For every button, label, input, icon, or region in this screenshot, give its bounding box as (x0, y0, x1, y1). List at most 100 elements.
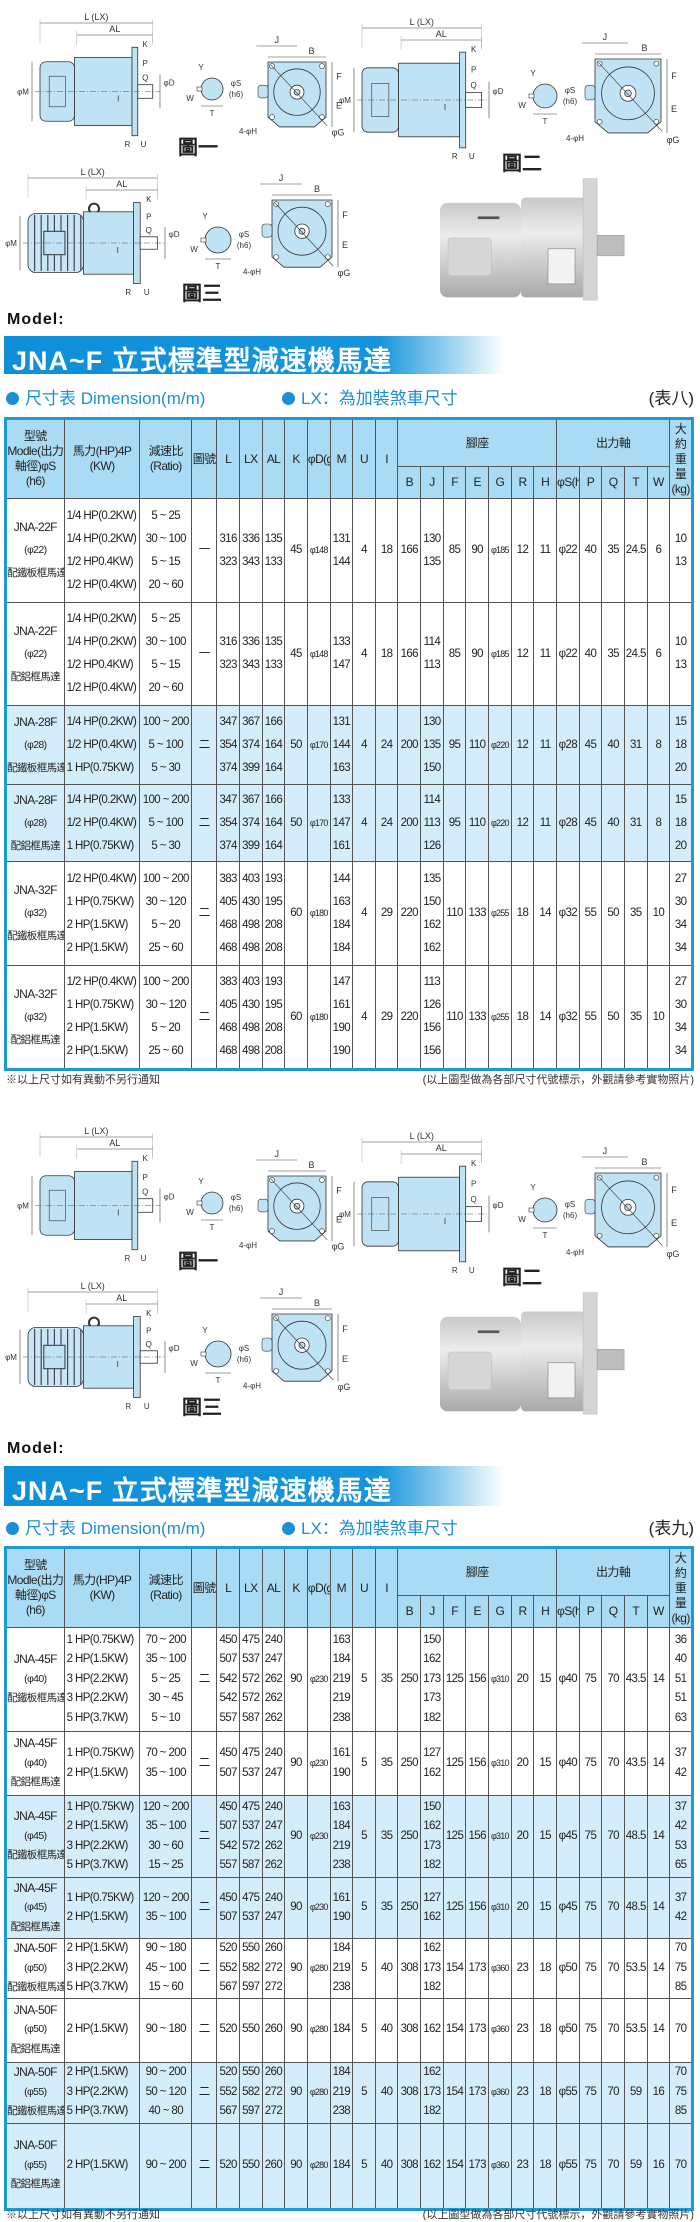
column-header-D: φD(g4) (306, 418, 331, 499)
header-text: Modle (7, 1573, 38, 1587)
cell-text: 110 (468, 738, 486, 751)
cell-k: 90 (284, 1997, 308, 2063)
dim-label-u: U (144, 1402, 150, 1411)
cell-m: 184 (329, 2122, 354, 2210)
cell-text: 164 (264, 816, 283, 829)
header-text: G (495, 1604, 505, 1618)
cell-text: 2 HP(1.5KW) (66, 1911, 129, 1923)
cell-text: φ230 (309, 1830, 328, 1841)
cell-text: 184 (332, 918, 351, 931)
cell-text: 162 (423, 1911, 441, 1923)
column-header-I: I (374, 1547, 399, 1628)
cell-text: 35 ~ 100 (145, 1911, 187, 1923)
cell-p: 75 (578, 2061, 603, 2124)
subtitle-row: 尺寸表 Dimension(m/m) LX：為加裝煞車尺寸 (表九) (6, 1514, 694, 1538)
cell-text: 35 (629, 907, 642, 919)
cell-text: 405 (219, 895, 237, 908)
cell-t: 31 (623, 784, 648, 862)
cell-text: 127 (423, 1747, 441, 1759)
cell-hp: 2 HP(1.5KW) (63, 2122, 141, 2210)
cell-text: 238 (332, 2105, 351, 2118)
diameter-line (270, 64, 328, 127)
cell-text: 200 (400, 816, 419, 829)
cell-text: 162 (423, 918, 441, 931)
cell-text: 40 (380, 1961, 393, 1974)
cell-text: 1/2 HP(0.4KW) (66, 816, 137, 829)
cell-g: φ360 (488, 2122, 512, 2210)
footnotes: ※以上尺寸如有異動不另行通知 (以上圖型做為各部尺寸代號標示，外觀請參考實物照片… (6, 1071, 694, 1087)
cell-text: 260 (264, 1942, 283, 1954)
cell-fig: 一 (191, 602, 218, 706)
header-text: I (385, 1580, 388, 1595)
cell-r: 23 (510, 1938, 535, 1999)
cell-text: 18 (674, 816, 687, 829)
cell-text: 二 (198, 1961, 211, 1974)
cell-text: 131 (332, 532, 351, 545)
cell-text: 42 (674, 1766, 687, 1779)
dim-label-u: U (141, 140, 147, 149)
cell-text: 18 (380, 647, 393, 660)
cell-fig: 二 (191, 965, 218, 1070)
cell-text: (φ55) (24, 2085, 47, 2098)
cell-text: 133 (468, 907, 487, 919)
cell-text: 53.5 (625, 2023, 646, 2036)
cell-p: 55 (578, 965, 603, 1070)
cell-k: 60 (284, 861, 308, 966)
column-header-T: T (623, 1595, 648, 1628)
dim-label-j: J (274, 35, 279, 45)
cell-d: φ280 (306, 2122, 331, 2210)
cell-text: 220 (400, 907, 419, 919)
cell-text: 75 (584, 2023, 597, 2036)
cell-text: JNA-22F (13, 520, 58, 534)
dim-label-p: P (146, 1327, 151, 1336)
dim-label-w: W (190, 245, 198, 254)
cell-text: 34 (674, 941, 687, 954)
cell-text: 120 ~ 200 (142, 1891, 190, 1904)
header-text: P (586, 475, 595, 489)
dim-label-m: φM (17, 88, 29, 97)
cell-i: 24 (374, 705, 399, 785)
cell-text: 24 (380, 738, 393, 751)
cell-s: φ50 (556, 1938, 580, 1999)
cell-ratio: 120 ~ 200 35 ~ 100 (139, 1877, 193, 1939)
cell-text: 75 (584, 2158, 597, 2171)
cell-text: 5 ~ 10 (151, 1711, 181, 1724)
cell-text: 250 (400, 1829, 419, 1842)
shaft-key (528, 93, 535, 99)
cell-q: 35 (601, 498, 625, 603)
column-header-weight: 大約重量(kg) (669, 1547, 693, 1628)
cell-b: 250 (397, 1795, 422, 1878)
cell-b: 220 (397, 965, 422, 1070)
cell-text: 1/4 HP(0.2KW) (66, 715, 137, 728)
cell-text: 70 (607, 1901, 619, 1914)
subtitle-row: 尺寸表 Dimension(m/m) LX：為加裝煞車尺寸 (表八) (6, 384, 694, 408)
cell-model: JNA-45F(φ45)配鋁框馬達 (5, 1877, 65, 1939)
cell-k: 90 (284, 1627, 308, 1732)
cell-text: 59 (629, 2085, 642, 2098)
column-header-K: K (284, 1547, 308, 1628)
cell-text: 70 (607, 1756, 619, 1769)
cell-text: JNA-28F (13, 714, 58, 729)
cell-text: 90 (290, 2085, 302, 2098)
cell-text: 374 (242, 816, 260, 829)
cell-text: 582 (242, 2085, 260, 2098)
cell-text: 30 (674, 895, 687, 908)
cell-text: 184 (332, 941, 351, 954)
header-text: Q (608, 1604, 618, 1618)
dim-label-j: J (279, 173, 284, 183)
cell-i: 29 (374, 965, 399, 1070)
cell-text: 125 (445, 1756, 464, 1769)
dim-label-s: φS (231, 79, 242, 88)
cell-text: 399 (242, 761, 260, 774)
cell-text: 30 ~ 120 (145, 999, 187, 1011)
cell-text: 55 (584, 907, 597, 919)
